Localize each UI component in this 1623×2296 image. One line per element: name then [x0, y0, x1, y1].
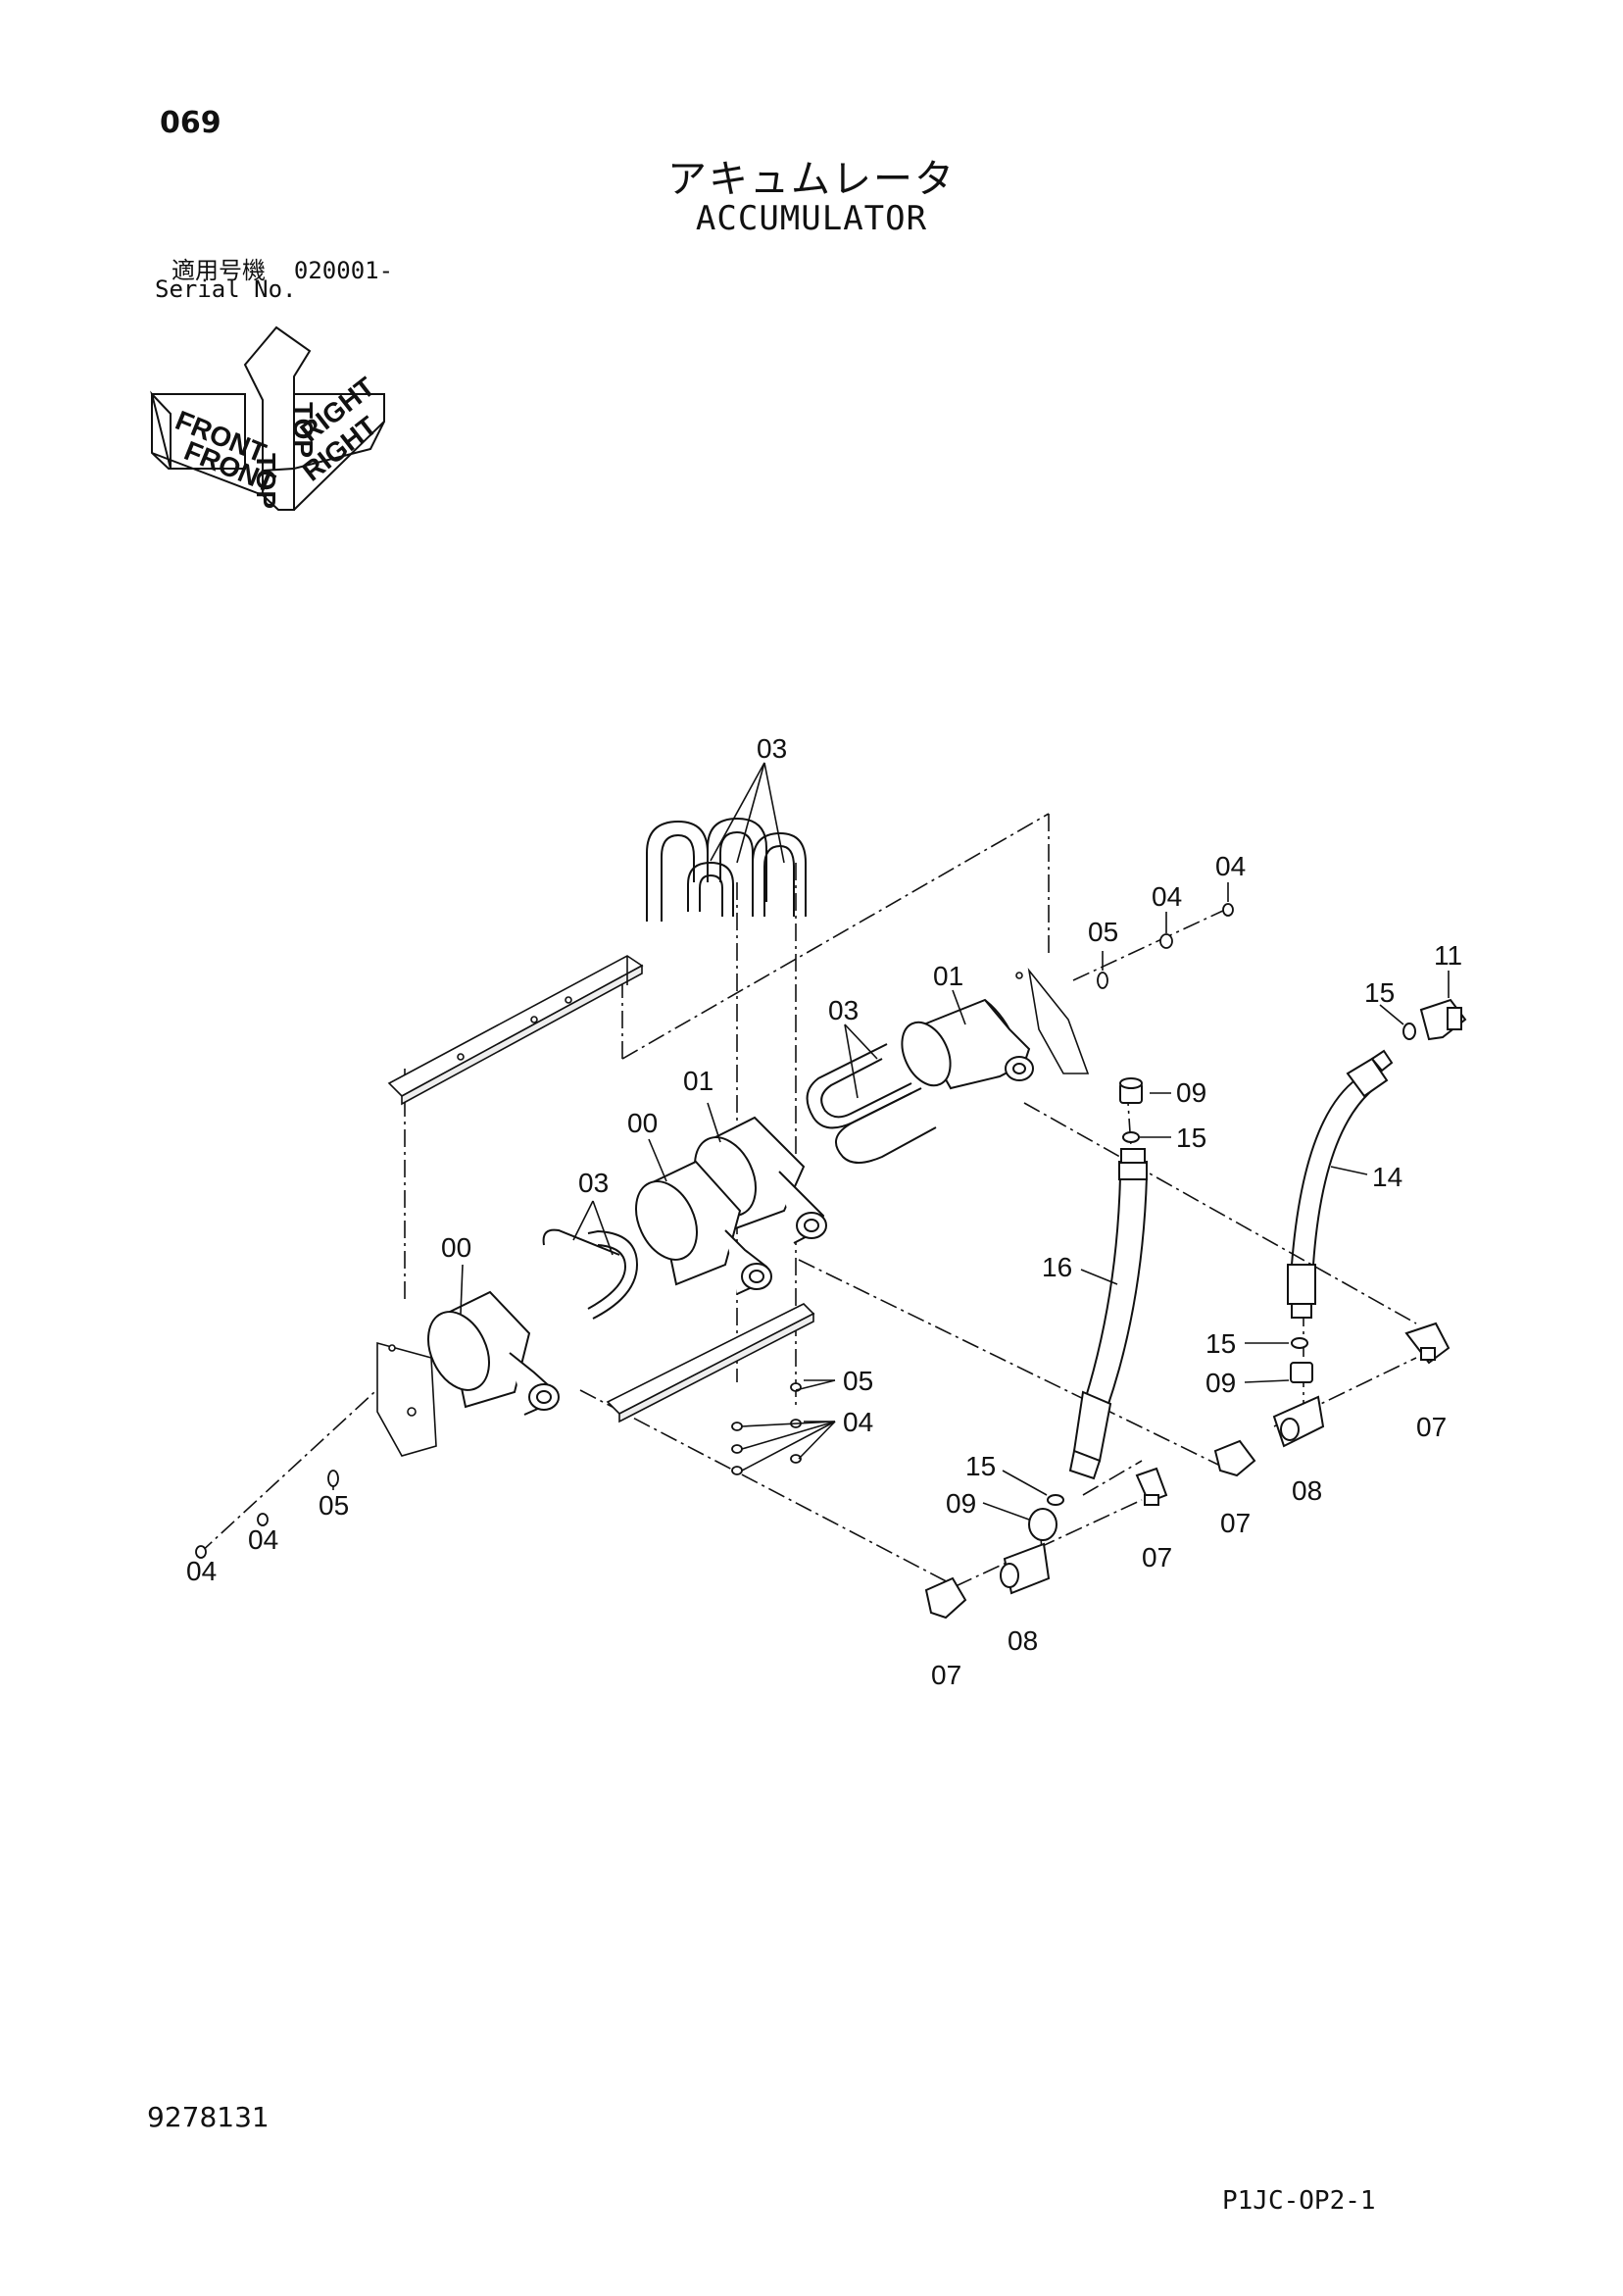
- callout-03-right: 03: [828, 995, 859, 1025]
- callout-16: 16: [1042, 1252, 1072, 1282]
- callout-labels: 03 04 04 05 01 03 01 00 03 00 11 15 09 1…: [186, 733, 1462, 1690]
- callout-05-left: 05: [319, 1490, 349, 1521]
- washers-and-nuts: [195, 903, 1234, 1559]
- callout-05-a: 05: [1088, 917, 1118, 947]
- callout-04-center: 04: [843, 1407, 873, 1437]
- title-english: ACCUMULATOR: [695, 199, 928, 238]
- serial-label-en: Serial No.: [155, 275, 297, 303]
- callout-09-upper: 09: [1176, 1077, 1206, 1108]
- sheet-code: P1JC-OP2-1: [1222, 2186, 1376, 2216]
- callout-03-top: 03: [757, 733, 787, 764]
- callout-04-left-b: 04: [186, 1556, 217, 1586]
- accumulator-upper-right: [901, 998, 1034, 1090]
- page-number: 069: [160, 106, 221, 140]
- hose-16: [1068, 1148, 1148, 1480]
- callout-15-upper: 15: [1176, 1123, 1206, 1153]
- callout-15-right: 15: [1205, 1328, 1236, 1359]
- callout-07-lower-right: 07: [1142, 1542, 1172, 1572]
- callout-09-lower: 09: [946, 1488, 976, 1519]
- callout-00-left: 00: [441, 1232, 471, 1263]
- accumulator-middle-00: [635, 1160, 772, 1295]
- callout-04-b: 04: [1152, 881, 1182, 912]
- mounting-bracket-lower: [376, 1303, 815, 1457]
- fittings: [924, 998, 1467, 1620]
- accumulator-lower-left: [427, 1290, 560, 1416]
- orient-top-a: TOP: [251, 453, 281, 509]
- orientation-icon: TOP TOP FRONT FRONT RIGHT RIGHT: [150, 325, 385, 511]
- callout-01-upper: 01: [933, 961, 963, 991]
- accumulator-middle-01: [694, 1116, 827, 1244]
- orient-top-b: TOP: [288, 402, 319, 458]
- mounting-bracket-upper: [387, 955, 1090, 1106]
- hose-14: [1287, 1049, 1394, 1319]
- callout-05-center: 05: [843, 1366, 873, 1396]
- callout-08-right: 08: [1292, 1475, 1322, 1506]
- callout-11: 11: [1434, 940, 1462, 971]
- u-bolts-top: [646, 817, 807, 922]
- callout-07-right: 07: [1416, 1412, 1447, 1442]
- serial-label-jp: 適用号機: [172, 257, 266, 284]
- title-japanese: アキュムレータ: [667, 157, 956, 202]
- callout-07-lower: 07: [931, 1660, 961, 1690]
- document-number: 9278131: [147, 2101, 270, 2133]
- callout-03-left: 03: [578, 1168, 609, 1198]
- callout-04-left-a: 04: [248, 1524, 278, 1555]
- serial-range: 適用号機 020001-: [172, 251, 393, 285]
- callout-00-middle: 00: [627, 1108, 658, 1138]
- callout-08-lower: 08: [1008, 1625, 1038, 1656]
- callout-15-lower: 15: [965, 1451, 996, 1481]
- callout-09-right: 09: [1205, 1368, 1236, 1398]
- serial-value: 020001-: [293, 257, 394, 284]
- callout-07-mid: 07: [1220, 1508, 1251, 1538]
- u-bolt-left: [542, 1228, 639, 1320]
- callout-01-middle: 01: [683, 1066, 713, 1096]
- u-bolt-right: [806, 1043, 937, 1164]
- callout-14: 14: [1372, 1162, 1402, 1192]
- leader-lines: [332, 762, 1450, 1521]
- callout-15-top: 15: [1364, 977, 1395, 1008]
- callout-04-a: 04: [1215, 851, 1246, 881]
